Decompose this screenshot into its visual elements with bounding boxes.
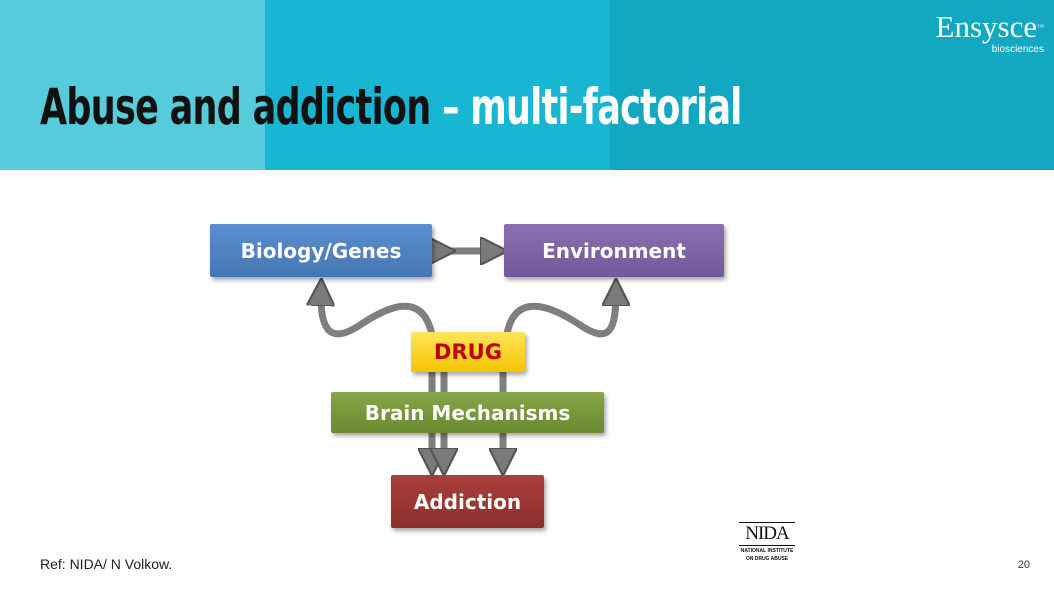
addiction-box: Addiction: [391, 475, 544, 528]
brain-mechanisms-box: Brain Mechanisms: [331, 392, 604, 433]
ensysce-logo: Ensysce™ biosciences: [936, 10, 1044, 56]
nida-sub1: NATIONAL INSTITUTE: [740, 548, 794, 554]
nida-logo-text: NIDA: [739, 522, 795, 546]
nida-logo: NIDA NATIONAL INSTITUTE ON DRUG ABUSE: [739, 522, 795, 563]
logo-text: Ensysce: [935, 9, 1038, 44]
arrow-drug-to-environment: [502, 292, 616, 341]
drug-box: DRUG: [411, 332, 525, 372]
page-title: Abuse and addiction – multi-factorial: [40, 78, 742, 136]
biology-genes-box: Biology/Genes: [210, 224, 432, 277]
page-number: 20: [1017, 559, 1030, 571]
arrow-drug-to-biology: [321, 292, 437, 341]
logo-tm: ™: [1037, 23, 1044, 31]
environment-box: Environment: [504, 224, 724, 277]
header-band-mid: [265, 0, 610, 170]
header-band-left: [0, 0, 265, 170]
logo-sub: biosciences: [991, 44, 1044, 55]
title-sub: – multi-factorial: [430, 78, 742, 136]
header-band-right: [610, 0, 1054, 170]
reference-text: Ref: NIDA/ N Volkow.: [40, 556, 173, 572]
nida-sub2: ON DRUG ABUSE: [745, 556, 789, 562]
title-main: Abuse and addiction: [40, 78, 431, 136]
